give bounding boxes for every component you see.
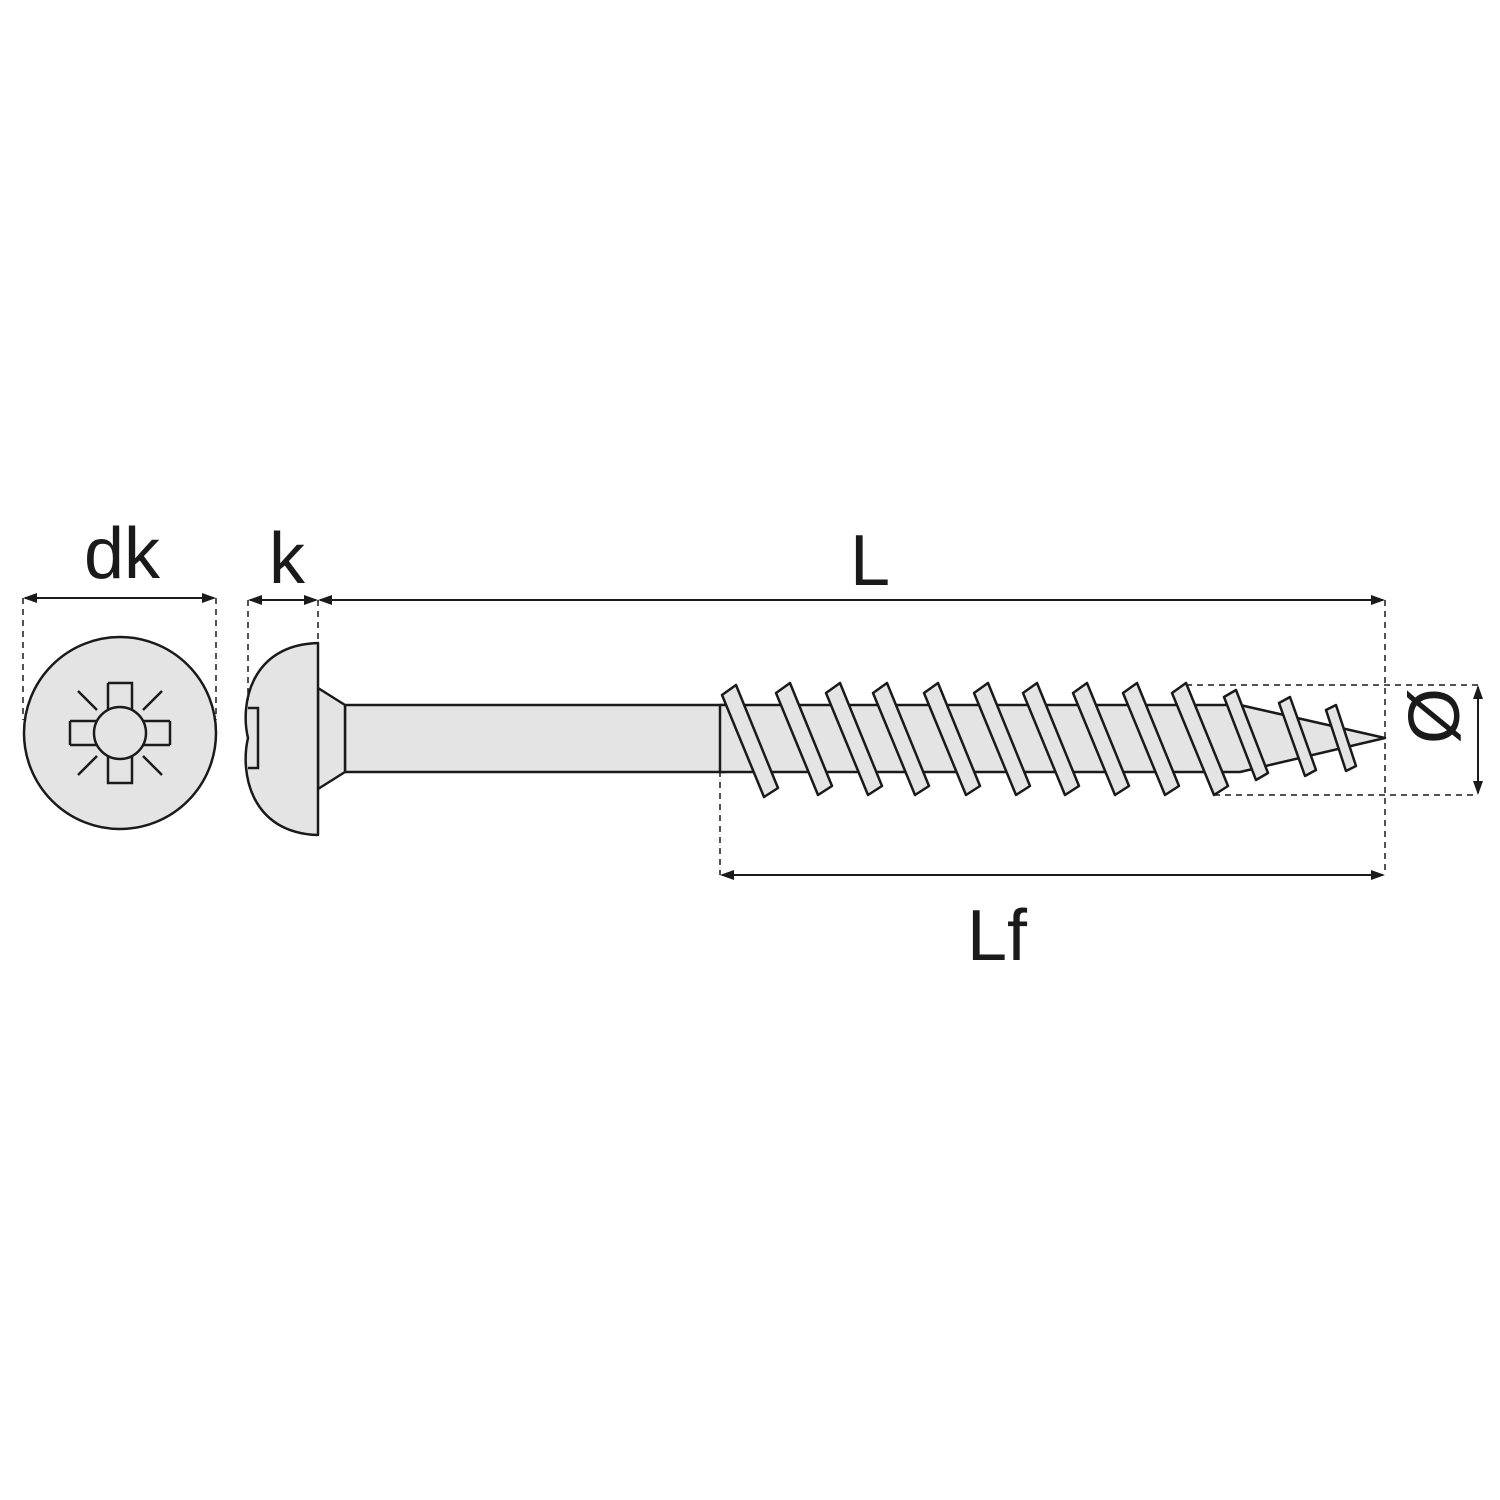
pan-head: [244, 641, 320, 837]
Lf-dimension: Lf: [719, 738, 1385, 976]
pozidriv-recess-icon: [68, 681, 172, 785]
dk-label: dk: [84, 514, 161, 594]
thread-flanks: [720, 681, 1358, 799]
k-label: k: [269, 519, 306, 599]
L-label: L: [850, 521, 890, 601]
screw-side-view: [244, 641, 1387, 837]
head-top-view: [22, 635, 218, 831]
diameter-dimension: Ø: [1186, 684, 1483, 796]
diameter-label: Ø: [1395, 688, 1475, 744]
Lf-label: Lf: [967, 896, 1028, 976]
dk-dimension: dk: [22, 514, 217, 720]
k-dimension: k: [247, 519, 319, 700]
L-dimension: L: [318, 521, 1386, 875]
